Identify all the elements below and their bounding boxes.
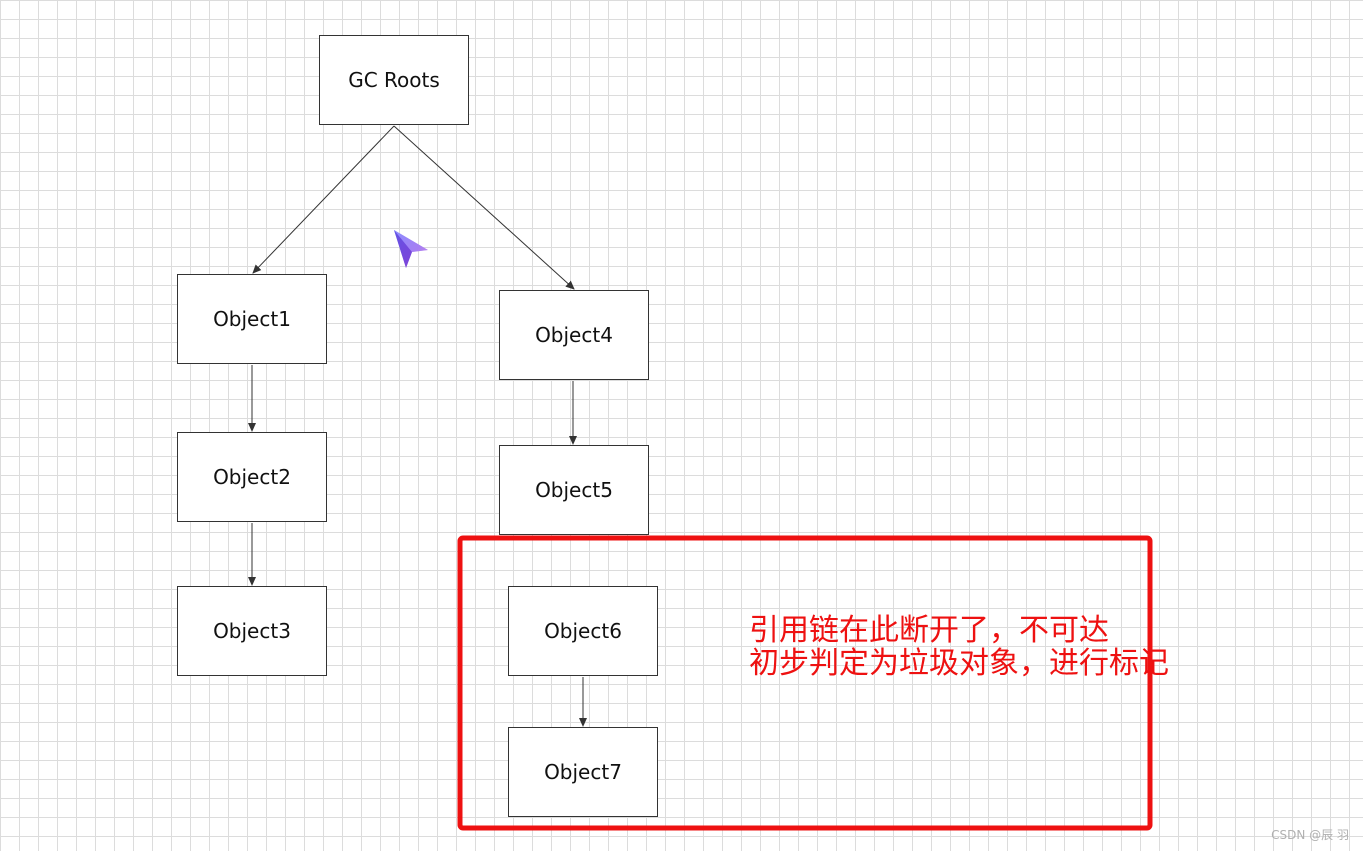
node-gc-roots[interactable]: GC Roots: [319, 35, 469, 125]
node-object5[interactable]: Object5: [499, 445, 649, 535]
paper-plane-cursor-icon: [394, 230, 428, 268]
annotation-line-2: 初步判定为垃圾对象，进行标记: [749, 646, 1169, 681]
node-object1[interactable]: Object1: [177, 274, 327, 364]
node-object4[interactable]: Object4: [499, 290, 649, 380]
edge-gcroots-object4: [393, 125, 575, 290]
annotation-text: 引用链在此断开了，不可达 初步判定为垃圾对象，进行标记: [749, 614, 1229, 680]
node-object2[interactable]: Object2: [177, 432, 327, 522]
annotation-line-1: 引用链在此断开了，不可达: [749, 613, 1109, 648]
node-object6[interactable]: Object6: [508, 586, 658, 676]
watermark: CSDN @辰 羽: [1271, 828, 1349, 842]
node-object7[interactable]: Object7: [508, 727, 658, 817]
node-object3[interactable]: Object3: [177, 586, 327, 676]
edge-gcroots-object1: [252, 125, 395, 274]
